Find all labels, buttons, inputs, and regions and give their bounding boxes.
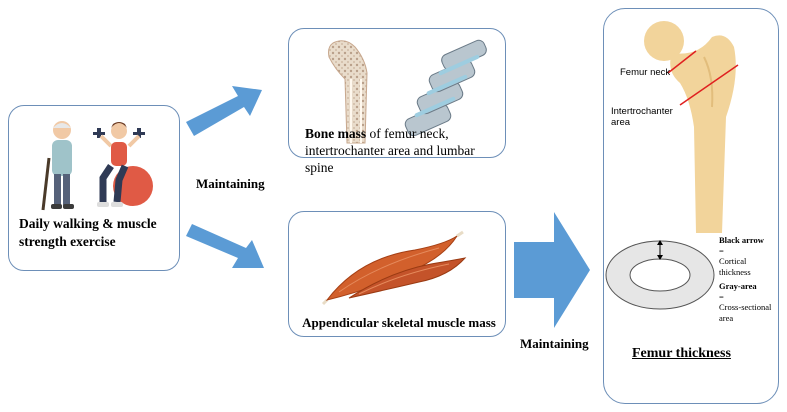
lower-arrow (186, 224, 264, 268)
intertrochanter-line (679, 64, 739, 106)
cross-section-ring (605, 240, 715, 310)
woman-exercise-illustration (93, 122, 153, 207)
bone-mass-label: Bone mass of femur neck, intertrochanter… (305, 125, 505, 176)
bone-mass-box: Bone mass of femur neck, intertrochanter… (288, 28, 506, 175)
equals-2: = (719, 292, 724, 302)
femur-thickness-title: Femur thickness (632, 346, 731, 361)
black-arrow-title: Black arrow (719, 235, 764, 245)
cross-sectional-label: Cross-sectional area (719, 302, 772, 323)
femur-bone-illustration (328, 40, 368, 144)
gray-area-title: Gray-area (719, 281, 757, 291)
intertrochanter-label: Intertrochanter area (611, 106, 673, 128)
muscle-mass-label: Appendicular skeletal muscle mass (302, 315, 496, 330)
femur-neck-label: Femur neck (620, 67, 671, 78)
upper-arrow (186, 86, 262, 136)
maintaining-label-1: Maintaining (196, 176, 265, 191)
maintaining-label-2: Maintaining (520, 336, 589, 351)
bone-mass-bold: Bone mass (305, 126, 367, 141)
muscle-illustration (321, 230, 467, 306)
femur-thickness-box: Femur neck Intertrochanter area Black ar… (603, 8, 779, 404)
lumbar-spine-illustration (404, 39, 487, 137)
femur-neck-line (667, 50, 697, 74)
cortical-label: Cortical thickness (719, 256, 751, 277)
femur-illustration (644, 21, 736, 234)
bone-mass-rest: of femur neck, intertrochanter area and … (305, 126, 475, 175)
big-right-arrow (514, 212, 590, 328)
elderly-person-illustration (41, 121, 74, 211)
exercise-box: Daily walking & muscle strength exercise (8, 105, 180, 271)
exercise-label: Daily walking & muscle strength exercise (19, 216, 157, 249)
muscle-mass-box: Appendicular skeletal muscle mass (288, 211, 506, 337)
equals-1: = (719, 246, 724, 256)
